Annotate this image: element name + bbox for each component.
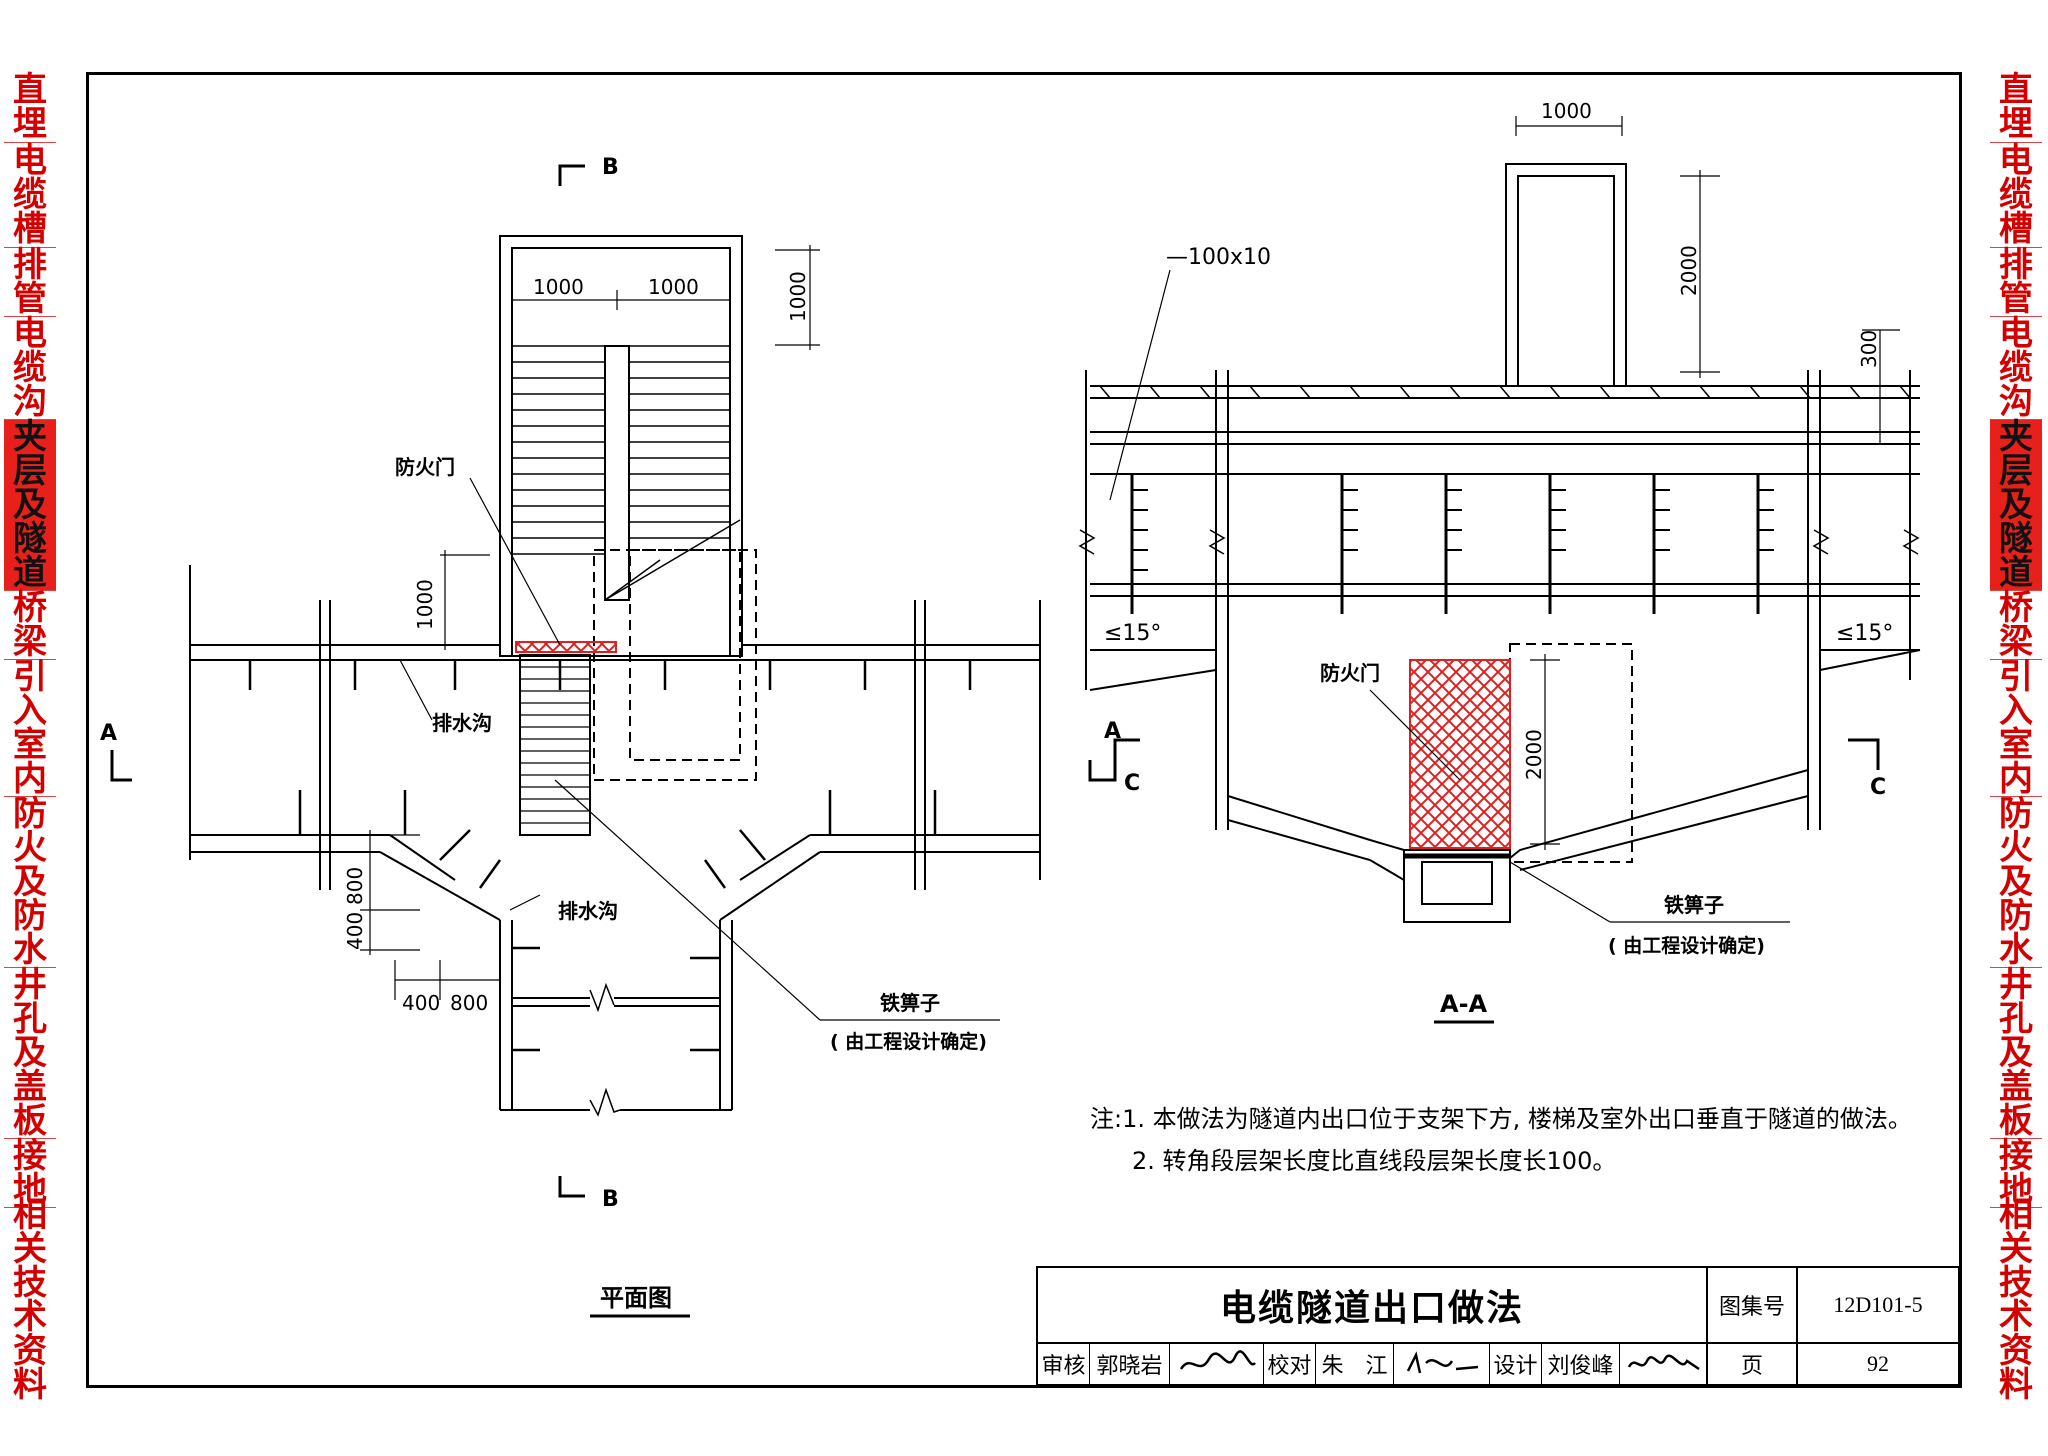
tab-fire-water-proof-r[interactable]: 防火及防水: [1990, 797, 2042, 968]
section-fire-door-label: 防火门: [1320, 661, 1380, 685]
section-rack-posts: [1130, 474, 1760, 614]
tab-manhole-cover-r[interactable]: 井孔及盖板: [1990, 968, 2042, 1139]
section-a-label: A: [1104, 719, 1121, 744]
tab-technical-info-r[interactable]: 相关技术资料: [1999, 1195, 2033, 1405]
section-c-left: C: [1124, 771, 1140, 796]
drawing-frame: [86, 72, 1962, 1388]
tab-direct-burial[interactable]: 直埋: [4, 72, 56, 143]
tab-indoor-entry[interactable]: 引入室内: [4, 660, 56, 797]
plan-drain-label-2: 排水沟: [558, 899, 618, 923]
tab-cable-tray-r[interactable]: 电缆槽: [1990, 143, 2042, 248]
tab-bridge-r[interactable]: 桥梁: [1990, 591, 2042, 660]
review-name: 郭晓岩: [1090, 1344, 1170, 1384]
stair-shaft-outer: [499, 235, 743, 657]
section-rack-arms: [1132, 489, 1774, 571]
plan-dim-3: 1000: [786, 271, 810, 322]
review-label: 审核: [1038, 1344, 1090, 1384]
section-dim-cover: 300: [1857, 330, 1881, 368]
section-grate-note: ( 由工程设计确定): [1608, 934, 1765, 957]
plan-dim-7: 400: [402, 991, 440, 1015]
note-2: 2. 转角段层架长度比直线段层架长度长100。: [1132, 1147, 1617, 1175]
section-b-bottom: B: [602, 1187, 619, 1212]
angle-left: ≤15°: [1104, 621, 1161, 646]
tab-technical-info[interactable]: 相关技术资料: [13, 1195, 47, 1405]
stair-treads-left: [512, 345, 605, 555]
landing-dashed: [593, 549, 757, 781]
tab-manhole-cover[interactable]: 井孔及盖板: [4, 968, 56, 1139]
check-label: 校对: [1264, 1344, 1316, 1384]
plan-dim-8: 800: [450, 991, 488, 1015]
tab-mezzanine-tunnel-r[interactable]: 夹层及隧道: [1990, 420, 2042, 591]
section-title: A-A: [1440, 990, 1488, 1018]
notes: 注:1. 本做法为隧道内出口位于支架下方, 楼梯及室外出口垂直于隧道的做法。 2…: [1090, 1098, 1912, 1182]
angle-right: ≤15°: [1836, 621, 1893, 646]
section-a-mark: A: [100, 721, 117, 746]
section-b-top: B: [602, 155, 619, 180]
tab-fire-water-proof[interactable]: 防火及防水: [4, 797, 56, 968]
plan-view: [110, 164, 1041, 1318]
check-name: 朱 江: [1316, 1344, 1394, 1384]
tab-grounding[interactable]: 接地: [4, 1139, 56, 1208]
tab-cable-tray[interactable]: 电缆槽: [4, 143, 56, 248]
section-grate-label: 铁箅子: [1664, 893, 1724, 917]
note-1: 注:1. 本做法为隧道内出口位于支架下方, 楼梯及室外出口垂直于隧道的做法。: [1090, 1105, 1912, 1133]
section-c-right: C: [1870, 775, 1886, 800]
plan-dim-1: 1000: [533, 275, 584, 299]
section-fire-door: [1409, 659, 1511, 849]
plan-drain-label-1: 排水沟: [432, 711, 492, 735]
plan-dim-2: 1000: [648, 275, 699, 299]
exit-housing-outer: [1505, 163, 1627, 387]
design-name: 刘俊峰: [1542, 1344, 1620, 1384]
plan-fire-door: [515, 641, 617, 653]
page-value: 92: [1867, 1351, 1889, 1376]
stair-center-wall: [604, 345, 630, 601]
check-signature: [1394, 1344, 1490, 1384]
plan-dim-6: 400: [343, 912, 367, 950]
tab-grounding-r[interactable]: 接地: [1990, 1139, 2042, 1208]
tab-direct-burial-r[interactable]: 直埋: [1990, 72, 2042, 143]
tab-bridge[interactable]: 桥梁: [4, 591, 56, 660]
plan-grate-label: 铁箅子: [880, 991, 940, 1015]
tab-conduit[interactable]: 排管: [4, 248, 56, 317]
design-signature-mark: [1627, 1354, 1700, 1371]
section-dim-height: 2000: [1677, 245, 1701, 296]
atlas-number-value: 12D101-5: [1798, 1268, 1958, 1344]
section-door-dashed: [1509, 643, 1633, 863]
side-tabs-left: 直埋 电缆槽 排管 电缆沟 夹层及隧道 桥梁 引入室内 防火及防水 井孔及盖板 …: [4, 72, 56, 1402]
section-sump: [1403, 849, 1511, 923]
plan-dim-5: 800: [343, 867, 367, 905]
plan-brackets: [248, 660, 972, 1052]
review-signature-mark: [1179, 1350, 1256, 1370]
tab-conduit-r[interactable]: 排管: [1990, 248, 2042, 317]
tab-indoor-entry-r[interactable]: 引入室内: [1990, 660, 2042, 797]
stair-shaft-inner: [511, 247, 731, 657]
tab-mezzanine-tunnel[interactable]: 夹层及隧道: [4, 420, 56, 591]
review-signature: [1170, 1344, 1264, 1384]
plan-dim-4: 1000: [413, 579, 437, 630]
title-block: 电缆隧道出口做法 图集号 12D101-5 审核 郭晓岩 校对 朱 江 设计 刘…: [1036, 1266, 1960, 1386]
exit-housing-inner: [1517, 175, 1615, 387]
plan-drain-stair: [519, 654, 591, 836]
atlas-number-label: 图集号: [1708, 1268, 1798, 1344]
plan-grate-note: ( 由工程设计确定): [830, 1030, 987, 1053]
drawing-title: 电缆隧道出口做法: [1038, 1268, 1708, 1344]
tab-cable-trench[interactable]: 电缆沟: [4, 317, 56, 420]
plan-fire-door-label: 防火门: [395, 455, 455, 479]
section-dim-door: 2000: [1522, 729, 1546, 780]
page-label: 页: [1708, 1344, 1798, 1384]
tab-cable-trench-r[interactable]: 电缆沟: [1990, 317, 2042, 420]
section-dim-width: 1000: [1541, 99, 1592, 123]
section-view: [1078, 116, 1921, 1024]
check-signature-mark: [1406, 1351, 1478, 1374]
signature-row: 审核 郭晓岩 校对 朱 江 设计 刘俊峰: [1038, 1344, 1708, 1384]
design-label: 设计: [1490, 1344, 1542, 1384]
side-tabs-right: 直埋 电缆槽 排管 电缆沟 夹层及隧道 桥梁 引入室内 防火及防水 井孔及盖板 …: [1990, 72, 2042, 1402]
plan-title: 平面图: [600, 1284, 672, 1312]
stair-treads-right: [629, 345, 730, 539]
design-signature: [1620, 1344, 1706, 1384]
steel-flat-label: —100x10: [1166, 245, 1271, 270]
